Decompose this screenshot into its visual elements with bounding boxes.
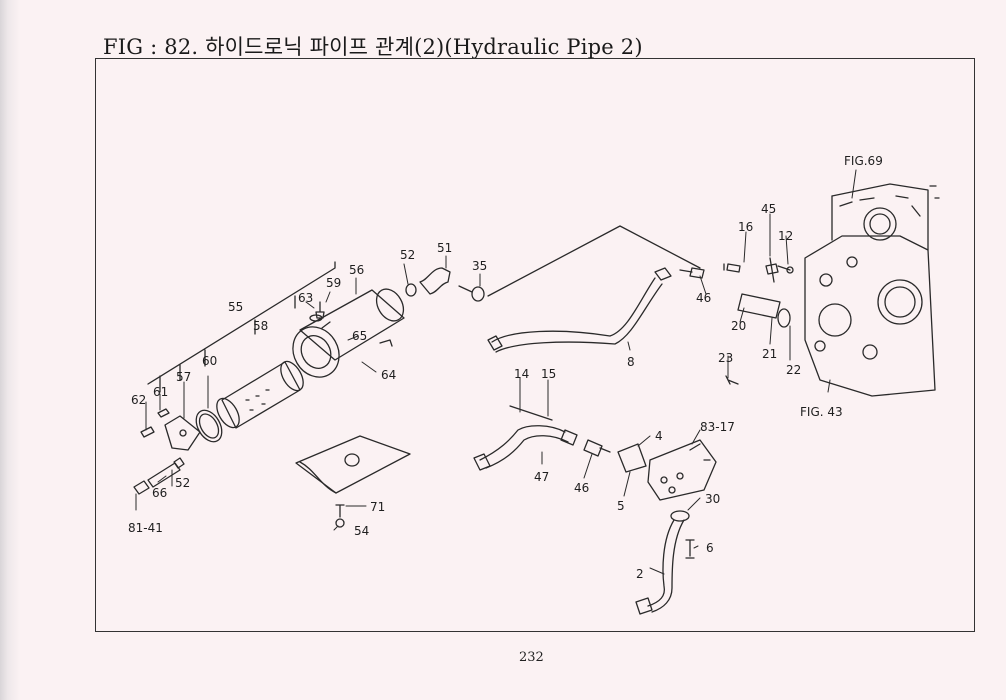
elbow-51	[405, 267, 485, 302]
callout-81-41: 81-41	[128, 521, 163, 535]
callout-5: 5	[617, 499, 625, 513]
callout-61: 61	[153, 385, 168, 399]
fitting-46-upper	[679, 267, 705, 279]
pipe-route-leader	[487, 225, 701, 297]
callout-12: 12	[778, 229, 793, 243]
callout-21: 21	[762, 347, 777, 361]
callout-66: 66	[152, 486, 167, 500]
filter-element-58	[216, 360, 304, 429]
callout-62: 62	[131, 393, 146, 407]
bolt-71	[335, 504, 345, 518]
callout-63: 63	[298, 291, 313, 305]
callout-57: 57	[176, 370, 191, 384]
callout-14: 14	[514, 367, 529, 381]
callout-fig43: FIG. 43	[800, 405, 843, 419]
group-bracket-55	[147, 261, 336, 393]
callout-45: 45	[761, 202, 776, 216]
callout-35: 35	[472, 259, 487, 273]
hydraulic-hose-8	[487, 267, 672, 353]
callout-2: 2	[636, 567, 644, 581]
filter-housing-56	[292, 288, 405, 378]
callout-46-upper: 46	[696, 291, 711, 305]
callout-56: 56	[349, 263, 364, 277]
callout-54: 54	[354, 524, 369, 538]
callout-71: 71	[370, 500, 385, 514]
callout-22: 22	[786, 363, 801, 377]
callout-47: 47	[534, 470, 549, 484]
bolt-59	[315, 301, 325, 319]
bolt-62	[140, 426, 155, 438]
page-number: 232	[519, 650, 544, 665]
callout-46-lower: 46	[574, 481, 589, 495]
scan-binding-edge	[0, 0, 20, 700]
o-ring-60	[195, 409, 223, 443]
washer-63	[309, 314, 323, 322]
washer-12	[786, 266, 794, 274]
filter-cover-57	[164, 415, 201, 451]
valve-body-83-17	[647, 439, 717, 501]
bolt-6	[685, 539, 695, 559]
callout-8: 8	[627, 355, 635, 369]
block-4	[617, 443, 647, 473]
callout-30: 30	[705, 492, 720, 506]
bolt-23	[725, 375, 739, 385]
hose-66	[133, 457, 185, 495]
valve-20	[737, 293, 791, 328]
callout-16: 16	[738, 220, 753, 234]
callout-55: 55	[228, 300, 243, 314]
diagram-frame	[95, 58, 975, 632]
leader-lines	[135, 169, 857, 575]
callout-51: 51	[437, 241, 452, 255]
callout-52-top: 52	[400, 248, 415, 262]
bolt-61	[157, 408, 170, 418]
callout-20: 20	[731, 319, 746, 333]
fitting-46-lower	[583, 439, 611, 457]
callout-65: 65	[352, 329, 367, 343]
pipe-2	[635, 510, 690, 615]
callout-58: 58	[253, 319, 268, 333]
callout-59: 59	[326, 276, 341, 290]
callout-23: 23	[718, 351, 733, 365]
callout-fig69: FIG.69	[844, 154, 883, 168]
callout-15: 15	[541, 367, 556, 381]
hose-47	[473, 405, 578, 471]
callout-6: 6	[706, 541, 714, 555]
callout-52-left: 52	[175, 476, 190, 490]
callout-64: 64	[381, 368, 396, 382]
callout-83-17: 83-17	[700, 420, 735, 434]
nut-54	[335, 518, 345, 528]
bolt-16	[723, 263, 741, 273]
engine-housing	[804, 183, 940, 397]
mounting-bracket	[295, 435, 411, 494]
figure-title: FIG : 82. 하이드로닉 파이프 관계(2)(Hydraulic Pipe…	[103, 35, 643, 59]
fitting-45	[765, 257, 791, 283]
callout-4: 4	[655, 429, 663, 443]
callout-60: 60	[202, 354, 217, 368]
